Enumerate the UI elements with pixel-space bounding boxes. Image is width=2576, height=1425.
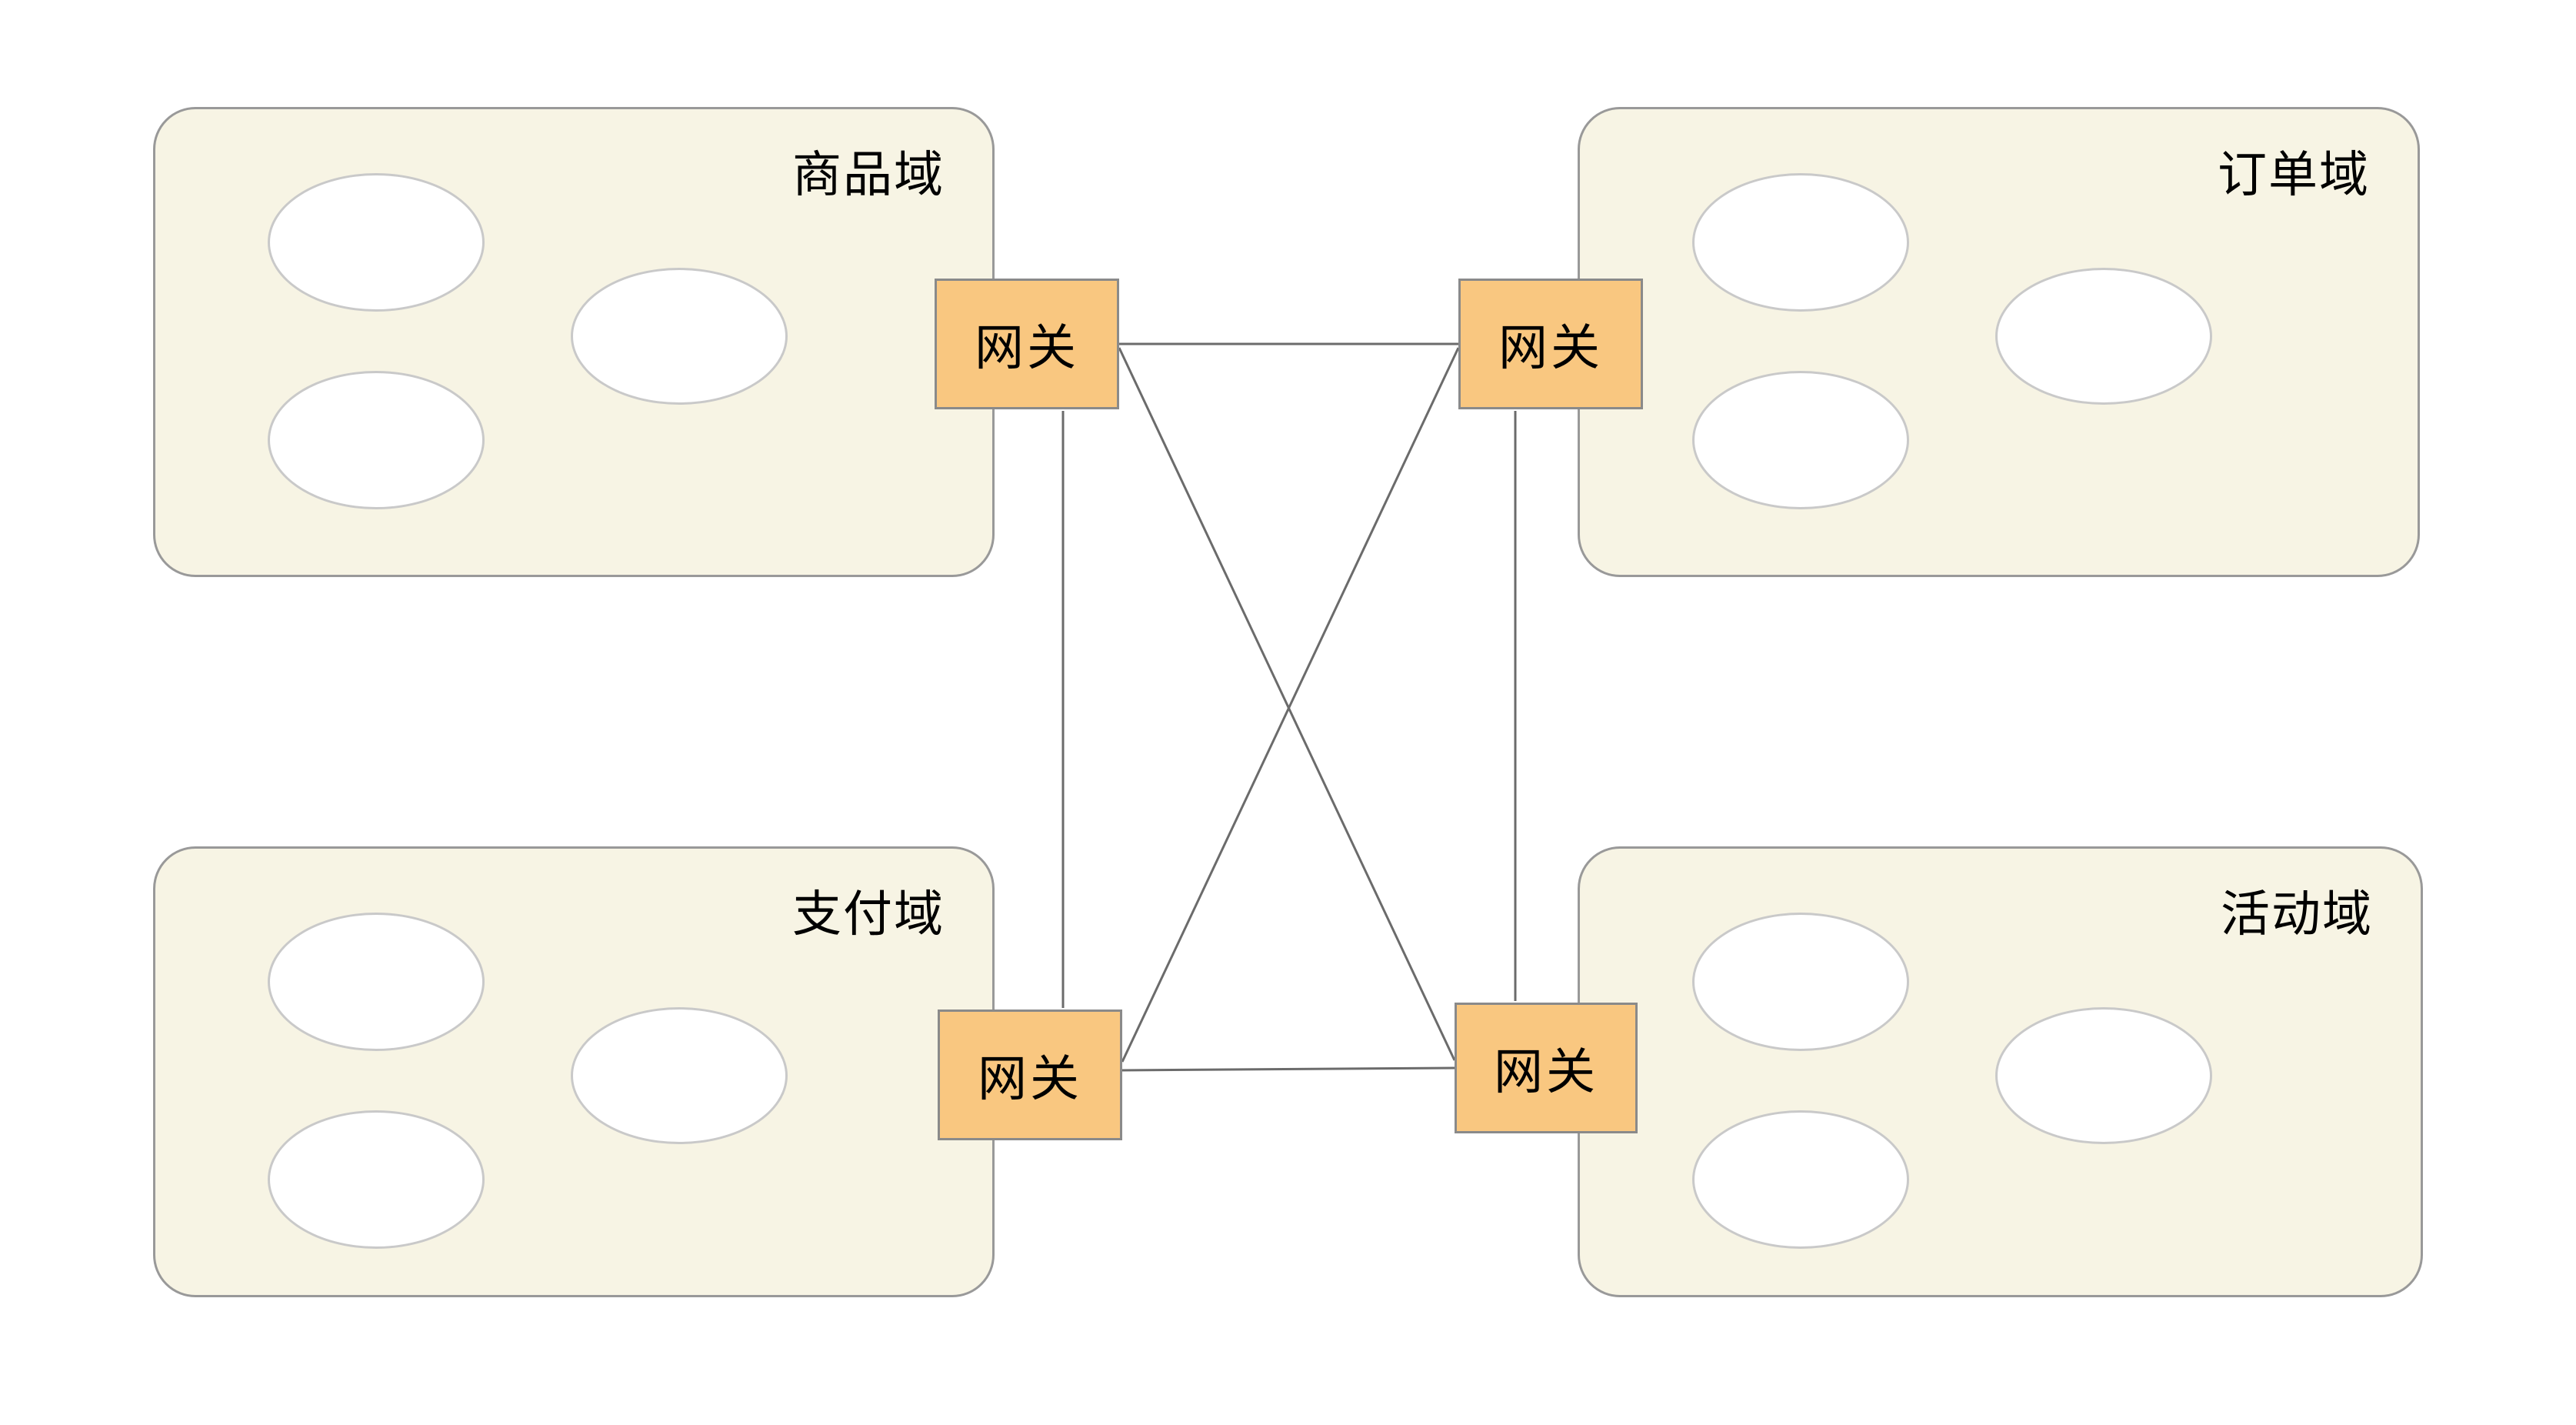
domain-title-order: 订单域	[2218, 147, 2370, 202]
domain-title-payment: 支付域	[792, 886, 945, 942]
gateway-label: 网关	[978, 1051, 1082, 1106]
service-ellipse	[1995, 1007, 2212, 1144]
domain-box-order: 订单域	[1578, 107, 2420, 577]
domain-title-product: 商品域	[792, 147, 945, 202]
domain-box-payment: 支付域	[153, 846, 995, 1297]
service-ellipse	[1995, 268, 2212, 405]
gateway-node-activity: 网关	[1455, 1003, 1638, 1133]
domain-title-activity: 活动域	[2221, 886, 2373, 942]
gateway-label: 网关	[975, 320, 1079, 375]
service-ellipse	[571, 1007, 788, 1144]
service-ellipse	[1692, 173, 1909, 312]
service-ellipse	[1692, 913, 1909, 1051]
gateway-node-order: 网关	[1458, 279, 1643, 409]
service-ellipse	[1692, 371, 1909, 509]
gateway-node-product: 网关	[935, 279, 1119, 409]
domain-box-product: 商品域	[153, 107, 995, 577]
service-ellipse	[268, 371, 485, 509]
service-ellipse	[268, 173, 485, 312]
domain-box-activity: 活动域	[1578, 846, 2423, 1297]
gateway-label: 网关	[1494, 1044, 1598, 1100]
connector-product-activity	[1118, 347, 1456, 1061]
service-ellipse	[268, 913, 485, 1051]
connector-order-payment	[1121, 347, 1460, 1063]
service-ellipse	[268, 1110, 485, 1249]
service-ellipse	[1692, 1110, 1909, 1249]
connector-payment-activity	[1121, 1066, 1455, 1072]
service-ellipse	[571, 268, 788, 405]
gateway-node-payment: 网关	[938, 1010, 1122, 1140]
gateway-label: 网关	[1498, 320, 1603, 375]
